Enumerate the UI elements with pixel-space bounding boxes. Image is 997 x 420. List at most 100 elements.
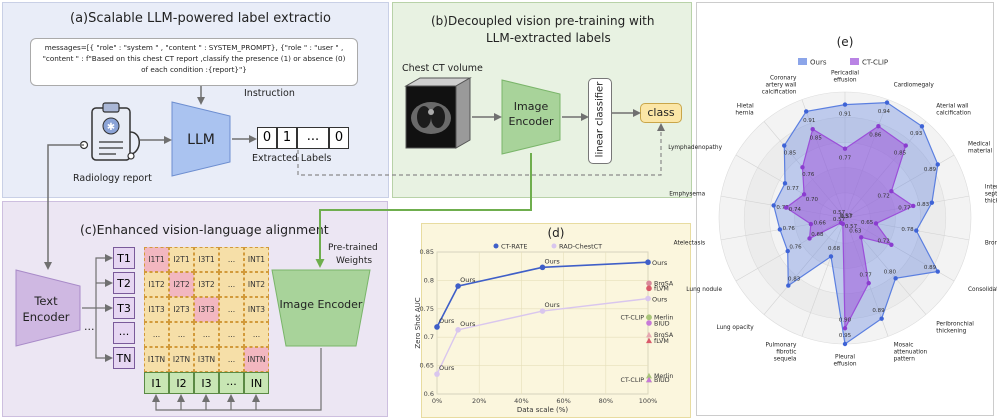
radar-center-label: 0.57 [833,210,846,216]
baseline-marker [646,331,652,338]
matrix-cell: ... [219,272,244,297]
data-point [455,327,461,333]
radar-value-label: 0.78 [901,227,914,233]
data-label: Ours [460,320,476,328]
radar-point [777,227,783,232]
legend-label: RAD-ChestCT [559,243,602,251]
radar-value-label: 0.76 [783,226,796,232]
data-point [434,371,440,377]
radar-point [838,220,844,226]
data-point [455,283,461,289]
radar-value-label: 0.86 [869,133,882,139]
radar-value-label: 0.89 [872,308,885,314]
radar-value-label: 0.68 [828,246,841,252]
radar-value-label: 0.72 [877,194,889,200]
baseline-label: CT-CLIP [621,377,645,384]
y-tick-label: 0.8 [424,276,434,284]
data-point [539,264,546,271]
radar-point [893,276,898,281]
text-encoder-block [15,269,81,347]
image-encoder-b-line2: Encoder [508,115,554,128]
radar-value-label: 0.74 [789,207,802,213]
matrix-cell: ... [244,322,269,347]
text-token: T1 [113,247,135,269]
y-axis-label: Zero Shot AUC [414,297,422,348]
llm-label: LLM [187,132,215,148]
radar-value-label: 0.89 [924,265,937,271]
matrix-cell: I2T3 [169,297,194,322]
baseline-marker [646,280,652,287]
radar-axis-label: Lymphadenopathy [668,145,722,151]
radar-value-label: 0.80 [884,269,897,275]
x-tick-label: 100% [639,397,658,405]
y-tick-label: 0.6 [424,390,434,398]
data-point [645,259,651,266]
radar-point [866,280,871,286]
matrix-cell: I2T2 [169,272,194,297]
baseline-label: BIUD [654,377,670,384]
radar-value-label: 0.77 [859,273,872,279]
radar-value-label: 0.83 [917,202,930,208]
radar-value-label: 0.83 [788,277,801,283]
x-tick-label: 0% [432,397,442,405]
data-label: Ours [545,257,561,265]
radar-value-label: 0.85 [810,136,823,142]
x-axis-label: Data scale (%) [517,406,569,414]
data-label: Ours [439,317,455,325]
radar-point [801,192,807,197]
chart-d-title: (d) [548,226,565,240]
radar-value-label: 0.85 [894,151,907,157]
radar-spoke [801,217,846,337]
x-tick-label: 40% [514,397,528,405]
matrix-cell: I3T3 [194,297,219,322]
radar-value-label: 0.66 [814,220,827,226]
extracted-labels-caption: Extracted Labels [252,153,332,164]
label-cell: 0 [257,127,277,149]
baseline-label: BrgSA [654,281,674,288]
radar-point [807,236,812,241]
legend-swatch [850,58,859,65]
radar-spoke [763,217,846,315]
prompt-line-2: "content " : f"Based on this chest CT re… [42,54,346,63]
data-label: Ours [652,259,668,267]
matrix-cell: INT3 [244,297,269,322]
class-label: class [647,106,675,119]
report-label: Radiology report [73,173,152,184]
radar-value-label: 0.91 [839,112,851,118]
image-encoder-block-c [271,269,371,347]
image-encoder-c-label: Image Encoder [279,298,363,311]
radar-point [785,248,790,254]
data-label: Ours [545,301,561,309]
data-point [645,295,651,302]
baseline-label: BIUD [654,320,670,327]
text-encoder-line2: Encoder [22,310,70,324]
radar-point [935,162,940,167]
y-tick-label: 0.75 [420,305,434,313]
prompt-line-3: of each condition :{report}"} [141,65,247,74]
radar-point [828,254,834,259]
baseline-label: Merlin [654,373,673,380]
image-encoder-b-line1: Image [513,100,549,113]
text-encoder-line1: Text [34,294,58,308]
baseline-marker [646,285,652,292]
radar-point [786,283,791,288]
radar-axis-label: Consolidation [968,287,997,293]
baseline-label: BrgSA [654,332,674,339]
radar-point [911,203,916,209]
series-line [436,261,649,328]
radar-point [919,124,925,129]
text-token: ... [113,322,135,344]
ct-volume-label: Chest CT volume [402,63,483,74]
radar-point [810,126,815,132]
matrix-cell: I1T1 [144,247,169,272]
x-tick-label: 80% [599,397,613,405]
x-tick-label: 20% [472,397,486,405]
matrix-cell: I1T3 [144,297,169,322]
radar-value-label: 0.76 [802,172,815,178]
